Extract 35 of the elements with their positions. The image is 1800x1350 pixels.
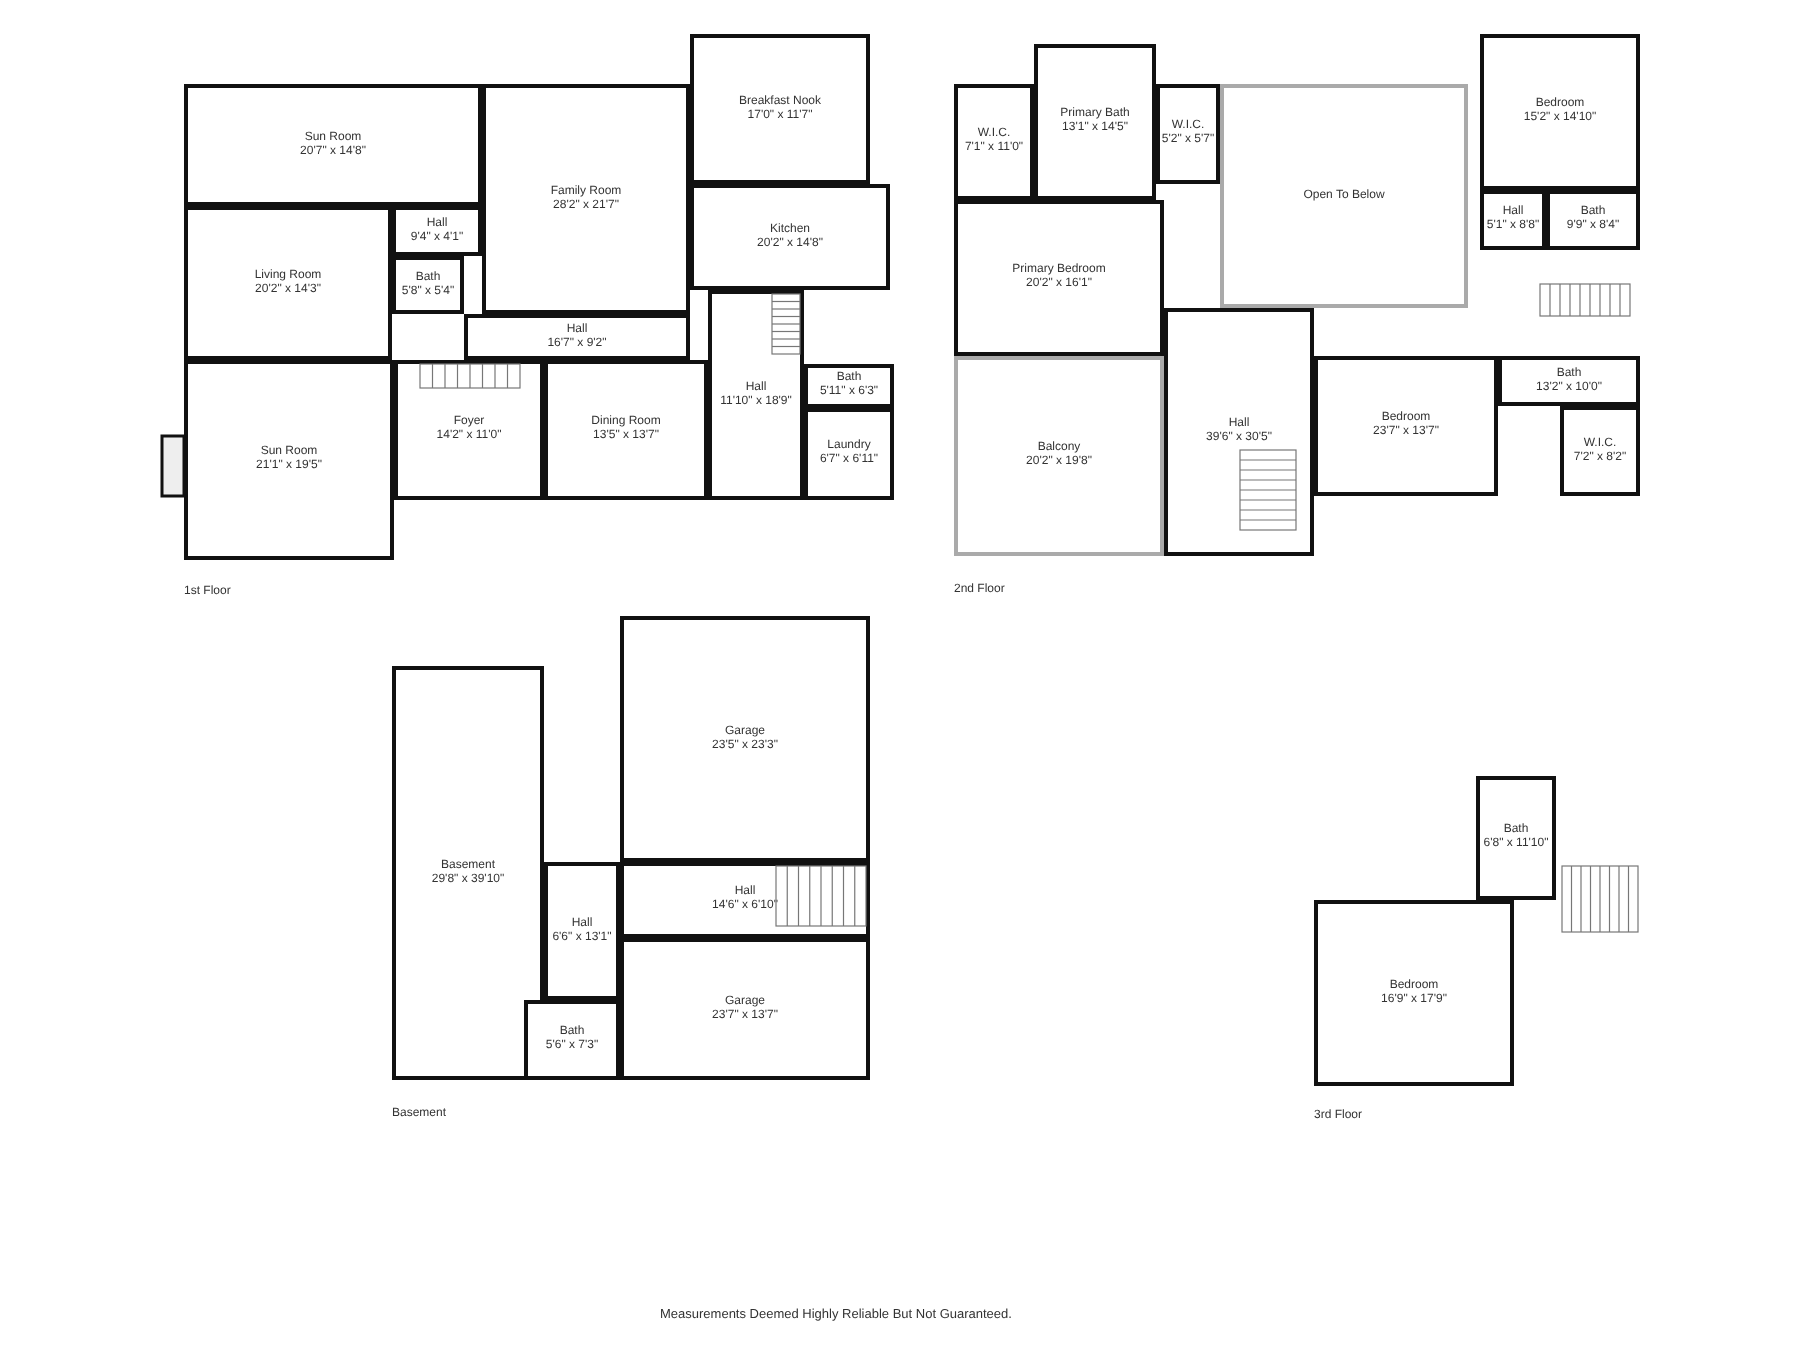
room-outline — [1156, 84, 1220, 184]
room-outline — [482, 84, 690, 314]
room-outline — [544, 360, 708, 500]
room-outline — [804, 364, 894, 408]
room-outline — [1476, 776, 1556, 900]
room-outline — [392, 666, 544, 1080]
room-outline — [1480, 190, 1546, 250]
room-outline — [620, 616, 870, 862]
room-outline — [620, 862, 870, 938]
room-outline — [544, 862, 620, 1000]
room-outline — [1498, 356, 1640, 406]
room-outline — [1560, 406, 1640, 496]
room-outline — [1480, 34, 1640, 190]
room-outline — [1314, 356, 1498, 496]
room-outline — [804, 408, 894, 500]
room-outline — [1164, 308, 1314, 556]
room-outline — [392, 206, 482, 256]
room-outline — [954, 200, 1164, 356]
room-outline — [620, 938, 870, 1080]
room-outline — [392, 256, 464, 314]
room-outline — [394, 360, 544, 500]
room-outline — [1546, 190, 1640, 250]
room-outline — [1314, 900, 1514, 1086]
room-outline — [184, 84, 482, 206]
room-outline — [690, 184, 890, 290]
room-outline — [1034, 44, 1156, 200]
room-outline — [708, 290, 804, 500]
room-outline — [954, 356, 1164, 556]
room-outline — [464, 314, 690, 360]
room-outline — [690, 34, 870, 184]
room-outline — [184, 206, 392, 360]
room-outline — [184, 360, 394, 560]
room-outline — [1220, 84, 1468, 308]
room-outline — [954, 84, 1034, 200]
room-outline — [524, 1000, 620, 1080]
